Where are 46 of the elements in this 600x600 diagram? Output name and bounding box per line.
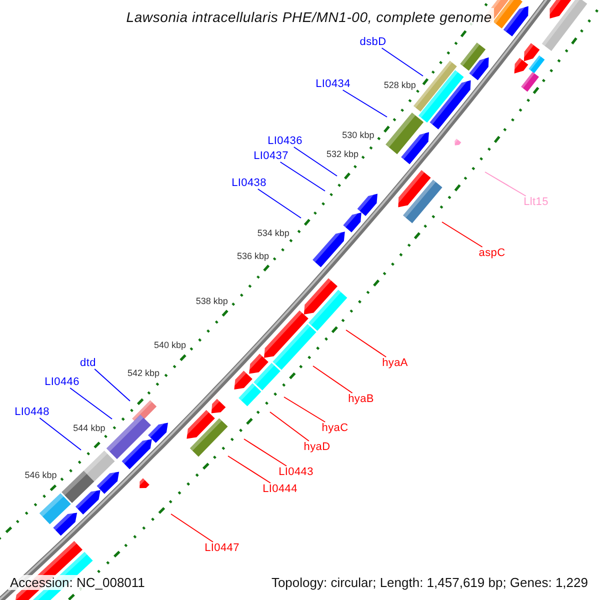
footer-note: Accession: NC_008011 bbox=[8, 575, 147, 590]
gene-label: dsbD bbox=[360, 36, 386, 48]
leader-line bbox=[170, 514, 214, 542]
scale-label: 536 kbp bbox=[237, 250, 270, 261]
leader-line bbox=[442, 222, 483, 248]
gene-label: hyaD bbox=[304, 441, 330, 453]
leader-line bbox=[312, 366, 353, 394]
scale-label: 528 kbp bbox=[384, 80, 416, 90]
footer-note: Topology: circular; Length: 1,457,619 bp; Genes: 1,229 bbox=[269, 575, 590, 590]
gene-label: LI0446 bbox=[44, 376, 80, 388]
scale-label: 540 kbp bbox=[154, 340, 186, 350]
leader-line bbox=[39, 418, 82, 450]
leader-line bbox=[94, 368, 130, 402]
gene-label: LI0437 bbox=[254, 150, 288, 162]
gene-label: LI0436 bbox=[268, 135, 302, 147]
gene-label: LI0434 bbox=[316, 78, 350, 90]
gene-label: LI0444 bbox=[262, 483, 298, 495]
leader-line bbox=[70, 388, 112, 420]
scale-label: 542 kbp bbox=[127, 368, 160, 378]
leader-line bbox=[257, 188, 302, 218]
scale-label: 534 kbp bbox=[257, 228, 290, 238]
scale-label: 530 kbp bbox=[342, 130, 374, 140]
leader-line bbox=[284, 396, 326, 422]
leader-line bbox=[346, 330, 387, 358]
scale-label: 538 kbp bbox=[196, 296, 228, 306]
leader-line bbox=[280, 162, 326, 192]
leader-line bbox=[228, 456, 271, 484]
gene-label: LI0443 bbox=[278, 466, 314, 478]
leader-line bbox=[270, 412, 310, 442]
gene-label: Llt15 bbox=[524, 196, 548, 208]
scale-label: 532 kbp bbox=[326, 148, 358, 159]
gene-label: hyaB bbox=[348, 393, 374, 405]
leader-line bbox=[244, 438, 287, 466]
gene-label: LI0447 bbox=[204, 542, 240, 554]
leader-line bbox=[381, 48, 424, 76]
scale-label: 544 kbp bbox=[73, 422, 106, 433]
gene-label: aspC bbox=[478, 247, 506, 259]
gene-label: hyaC bbox=[322, 422, 348, 434]
gene-label: LI0438 bbox=[232, 177, 266, 189]
leader-line bbox=[484, 172, 526, 196]
gene-label: dtd bbox=[80, 357, 96, 369]
leader-line bbox=[293, 146, 338, 176]
leader-line bbox=[342, 90, 388, 118]
gene-label: LI0448 bbox=[14, 406, 50, 418]
scale-label: 546 kbp bbox=[24, 470, 57, 480]
gene-label: hyaA bbox=[382, 357, 408, 369]
